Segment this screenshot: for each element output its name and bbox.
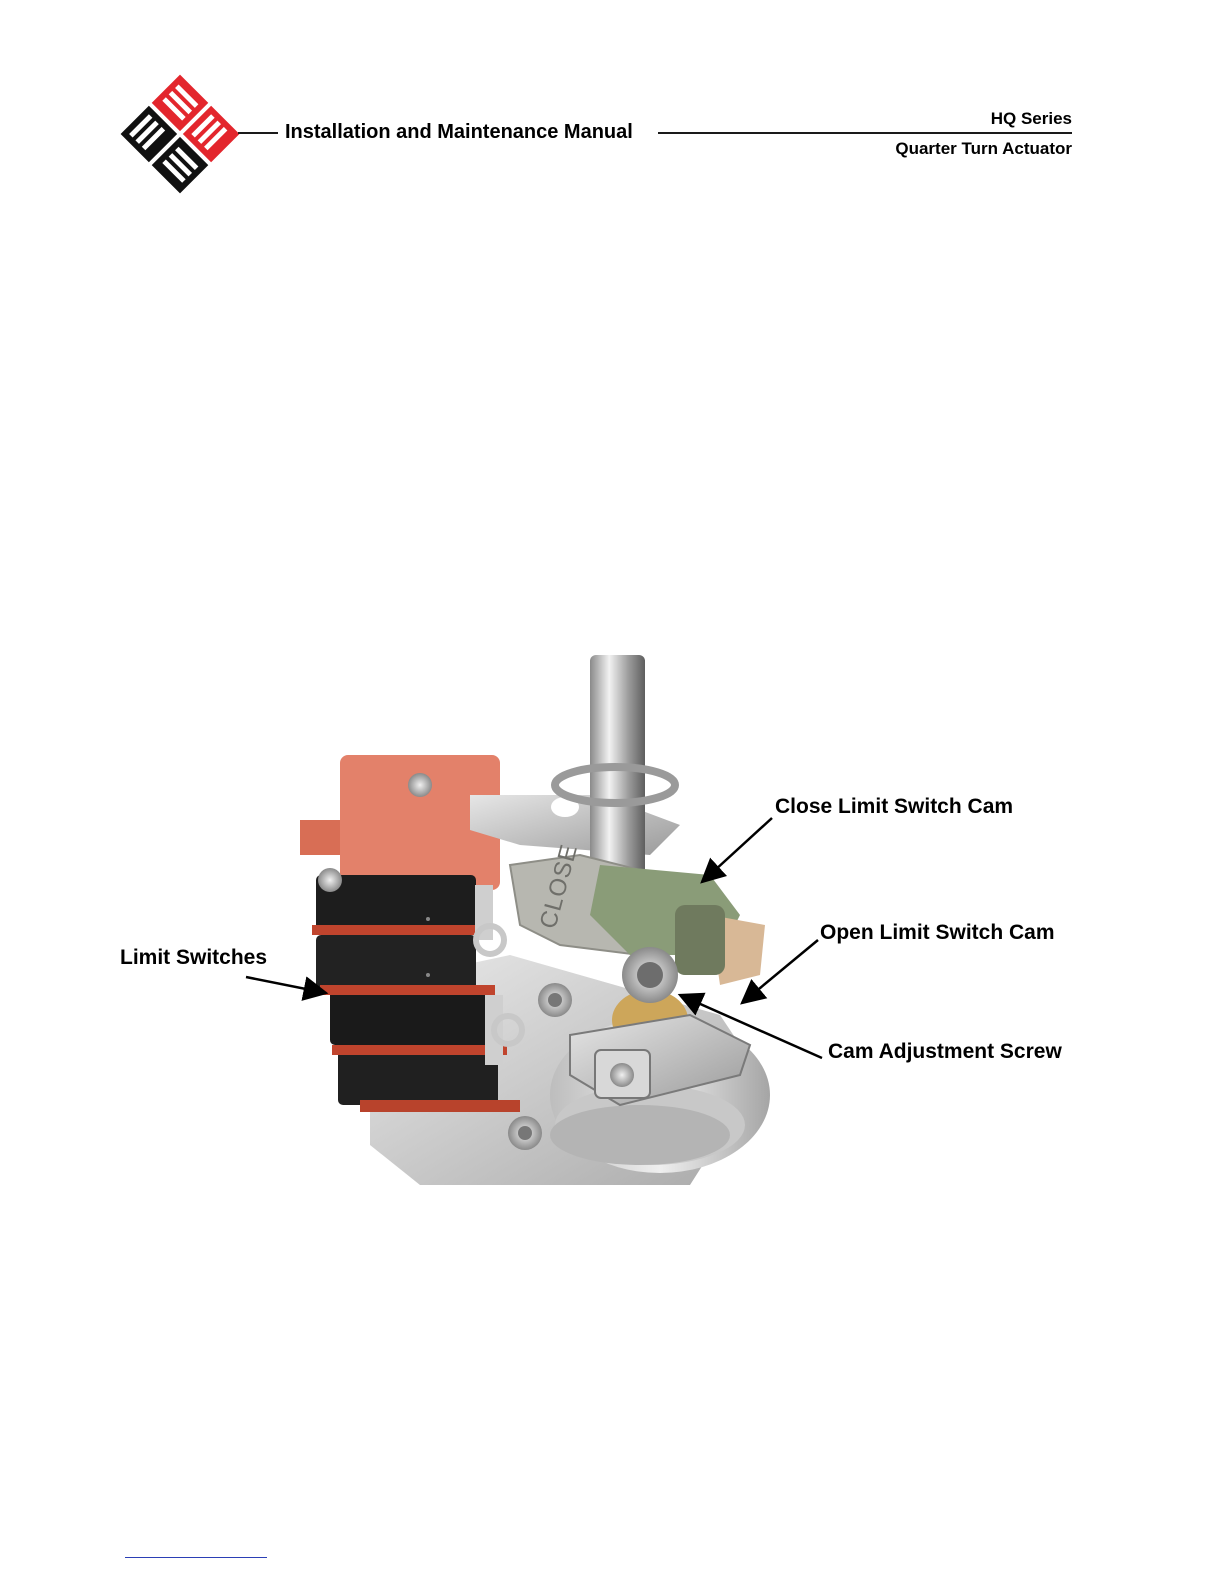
adjust-screw-label: Cam Adjustment Screw [828,1040,1062,1064]
series-label: HQ Series [991,109,1072,129]
header-rule-right [658,132,1072,134]
limit-switches-label: Limit Switches [120,946,267,970]
limit-switch-assembly-photo: CLOSE [220,655,800,1190]
header-rule-left [238,132,278,134]
close-cam-label: Close Limit Switch Cam [775,795,1013,819]
footer-link-underline[interactable] [125,1557,267,1558]
manual-title: Installation and Maintenance Manual [285,121,633,144]
product-label: Quarter Turn Actuator [895,139,1072,159]
open-cam-label: Open Limit Switch Cam [820,921,1055,945]
eim-logo [118,70,242,198]
